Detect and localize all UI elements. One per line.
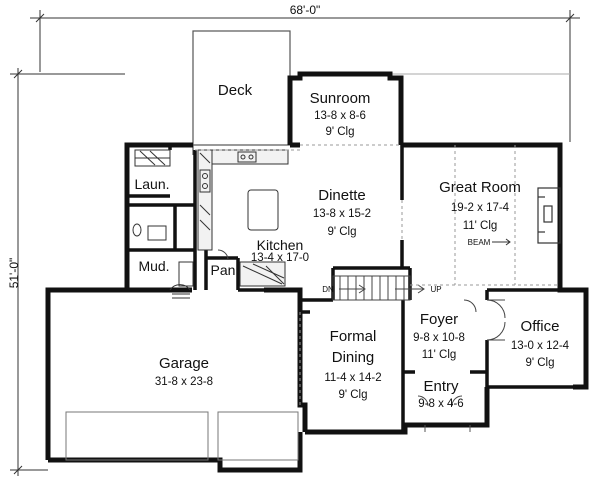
beam-label: BEAM — [467, 238, 491, 247]
kitchen-size: 13-4 x 17-0 — [250, 252, 310, 264]
formal-dining-ceiling: 9' Clg — [338, 389, 368, 401]
beam-marker — [492, 238, 511, 246]
kitchen-label: Kitchen — [256, 237, 304, 253]
garage-size: 31-8 x 23-8 — [154, 376, 214, 388]
foyer-size: 9-8 x 10-8 — [413, 332, 465, 344]
sunroom-ceiling: 9' Clg — [325, 126, 355, 138]
dashed-openings — [195, 144, 560, 405]
dinette-label: Dinette — [318, 187, 366, 204]
stairs-down-label: DN — [322, 285, 334, 294]
garage-label: Garage — [158, 355, 210, 372]
staircase — [332, 275, 425, 301]
foyer-ceiling: 11' Clg — [421, 349, 457, 361]
deck-label: Deck — [217, 82, 253, 99]
formal-dining-label-line2: Dining — [331, 349, 375, 366]
mud-label: Mud. — [138, 258, 170, 274]
laundry-label: Laun. — [134, 176, 170, 192]
formal-dining-size: 11-4 x 14-2 — [324, 372, 382, 384]
kitchen-cabinets — [132, 149, 289, 299]
sunroom-size: 13-8 x 8-6 — [314, 110, 366, 122]
formal-dining-label-line1: Formal — [329, 328, 377, 345]
dinette-ceiling: 9' Clg — [327, 226, 357, 238]
fireplace — [537, 187, 561, 244]
dimension-lines — [10, 10, 580, 476]
sunroom-walls — [287, 71, 404, 145]
interior-walls — [127, 145, 573, 432]
overall-width-label: 68'-0" — [289, 3, 321, 17]
office-ceiling: 9' Clg — [525, 357, 555, 369]
office-label: Office — [520, 318, 560, 335]
garage-doors — [65, 411, 299, 461]
dinette-size: 13-8 x 15-2 — [312, 208, 372, 220]
sunroom-label: Sunroom — [309, 90, 371, 107]
entry-size: 9-8 x 4-6 — [418, 398, 464, 410]
stairs-up-label: UP — [430, 285, 442, 294]
entry-porch — [424, 425, 471, 432]
entry-label: Entry — [423, 378, 459, 395]
great-room-ceiling: 11' Clg — [462, 220, 498, 232]
office-size: 13-0 x 12-4 — [510, 340, 570, 352]
overall-depth-label: 51'-0" — [7, 257, 21, 289]
foyer-label: Foyer — [419, 311, 459, 328]
great-room-label: Great Room — [439, 179, 521, 196]
great-room-size: 19-2 x 17-4 — [450, 202, 510, 214]
door-swings — [217, 249, 506, 407]
pantry-label: Pan — [210, 262, 236, 278]
